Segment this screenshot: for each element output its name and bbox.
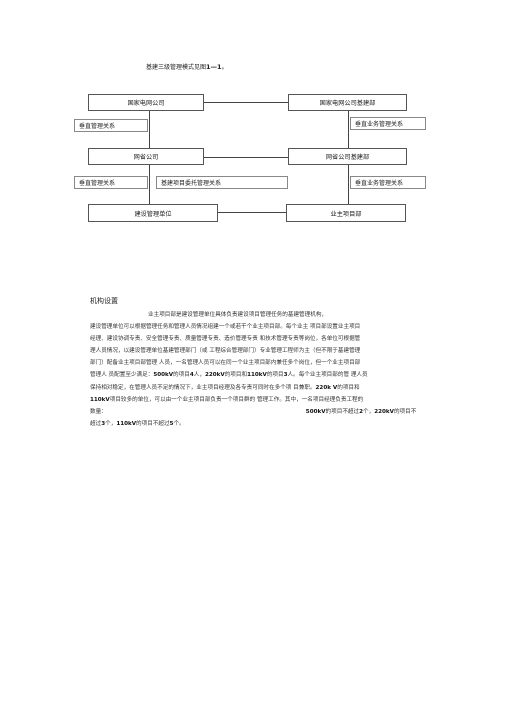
box-prov: 网省公司 xyxy=(88,148,204,165)
voltage-value: 500kV xyxy=(153,372,174,379)
text-run: 个， xyxy=(105,420,117,427)
text-run: 数量： xyxy=(90,408,107,415)
box-sgcc: 国家电网公司 xyxy=(88,94,204,111)
figure-caption: 基建三级管理模式见图1—1。 xyxy=(146,62,228,71)
count-value: 5 xyxy=(169,420,174,427)
voltage-value: 500kV xyxy=(305,408,326,415)
label-vertical-biz-1: 垂直业务管理关系 xyxy=(350,117,426,130)
box-owner-dept: 业主项目部 xyxy=(286,204,406,222)
voltage-value: 110kV xyxy=(90,396,110,403)
text-line: 经理、建设协调专责、安全管理专责、质量管理专责、造价管理专责 和技术管理专责等岗… xyxy=(90,336,361,343)
box-construction-unit: 建设管理单位 xyxy=(88,204,218,222)
voltage-value: 220kV xyxy=(204,372,225,379)
label-vertical-mgmt-1: 垂直管理关系 xyxy=(74,119,148,132)
text-run: 人。每个业主项目部的管 理人员 xyxy=(287,372,368,379)
text-run: 的项目 xyxy=(266,372,284,379)
label-vertical-mgmt-2: 垂直管理关系 xyxy=(74,176,148,189)
connector-top-horizontal xyxy=(204,102,290,103)
connector-bottom-horizontal xyxy=(218,212,286,213)
text-run: 项目较多的单位，可以由一个业主项目部负责一个项目群的 管理工作。其中，一名项目经… xyxy=(109,396,364,403)
label-project-entrust: 基建项目委托管理关系 xyxy=(156,176,288,189)
text-line: 建设管理单位可以根据管理任务和管理人员情况组建一个或若干个业主项目部。每个业主 … xyxy=(90,324,361,331)
body-paragraph: 业主项目部是建设管理单位具体负责建设项目管理任务的基建管理机构， 建设管理单位可… xyxy=(90,309,435,430)
text-line: 理人员情况，以建设管理单位基建管理部门（或 工程综合管理部门）专业管理工程师为主… xyxy=(90,348,361,355)
voltage-value: 220kV xyxy=(374,408,394,415)
caption-text: 基建三级管理模式见图 xyxy=(146,64,207,71)
text-run: 个。 xyxy=(173,420,185,427)
section-title: 机构设置 xyxy=(90,297,118,305)
label-vertical-biz-2: 垂直业务管理关系 xyxy=(350,176,426,189)
text-run: 的项目 xyxy=(173,372,190,379)
text-run: 人， xyxy=(193,372,205,379)
text-run: 的项目不超过 xyxy=(136,420,170,427)
text-run: 的项目不超过 xyxy=(325,408,360,415)
box-prov-infra: 网省公司基建部 xyxy=(288,148,407,165)
box-sgcc-infra: 国家电网公司基建部 xyxy=(288,94,407,111)
count-value: 3 xyxy=(283,372,288,379)
text-run: 管理人 员配置至少满足： xyxy=(90,372,154,379)
text-run: 的项目和 xyxy=(224,372,248,379)
text-line: 部门）配备业主项目部管理 人员，一名管理人员可以在同一个业主项目部内兼任多个岗位… xyxy=(90,360,361,367)
text-line: 110kV项目较多的单位，可以由一个业主项目部负责一个项目群的 管理工作。其中，… xyxy=(90,394,435,406)
text-run: 超过 xyxy=(90,420,102,427)
text-line: 超过3个，110kV的项目不超过5个。 xyxy=(90,418,435,430)
connector-mid-horizontal xyxy=(204,157,288,158)
text-line: 业主项目部是建设管理单位具体负责建设项目管理任务的基建管理机构， xyxy=(148,312,328,318)
text-run: 个， xyxy=(363,408,375,415)
text-run: 的项目不 xyxy=(393,408,417,415)
voltage-value: 110kV xyxy=(247,372,267,379)
voltage-value: 110kV xyxy=(116,420,137,427)
count-value: 3 xyxy=(101,420,106,427)
text-line: 保持相对稳定，在管理人员不足的情况下，业主项目经理及各专责可同时在多个项 目兼职… xyxy=(90,382,435,394)
figure-ref: 1—1 xyxy=(206,63,222,71)
text-run: 保持相对稳定，在管理人员不足的情况下，业主项目经理及各专责可同时在多个项 目兼职… xyxy=(90,384,316,391)
voltage-value: 220k V xyxy=(315,384,338,391)
count-value: 2 xyxy=(359,408,364,415)
text-line: 数量： 500kV的项目不超过2个，220kV的项目不 xyxy=(90,406,435,418)
count-value: 4 xyxy=(189,372,194,379)
text-run: 的项目和 xyxy=(337,384,360,391)
caption-suffix: 。 xyxy=(221,64,228,71)
text-line: 管理人 员配置至少满足：500kV的项目4人，220kV的项目和110kV的项目… xyxy=(90,369,435,381)
